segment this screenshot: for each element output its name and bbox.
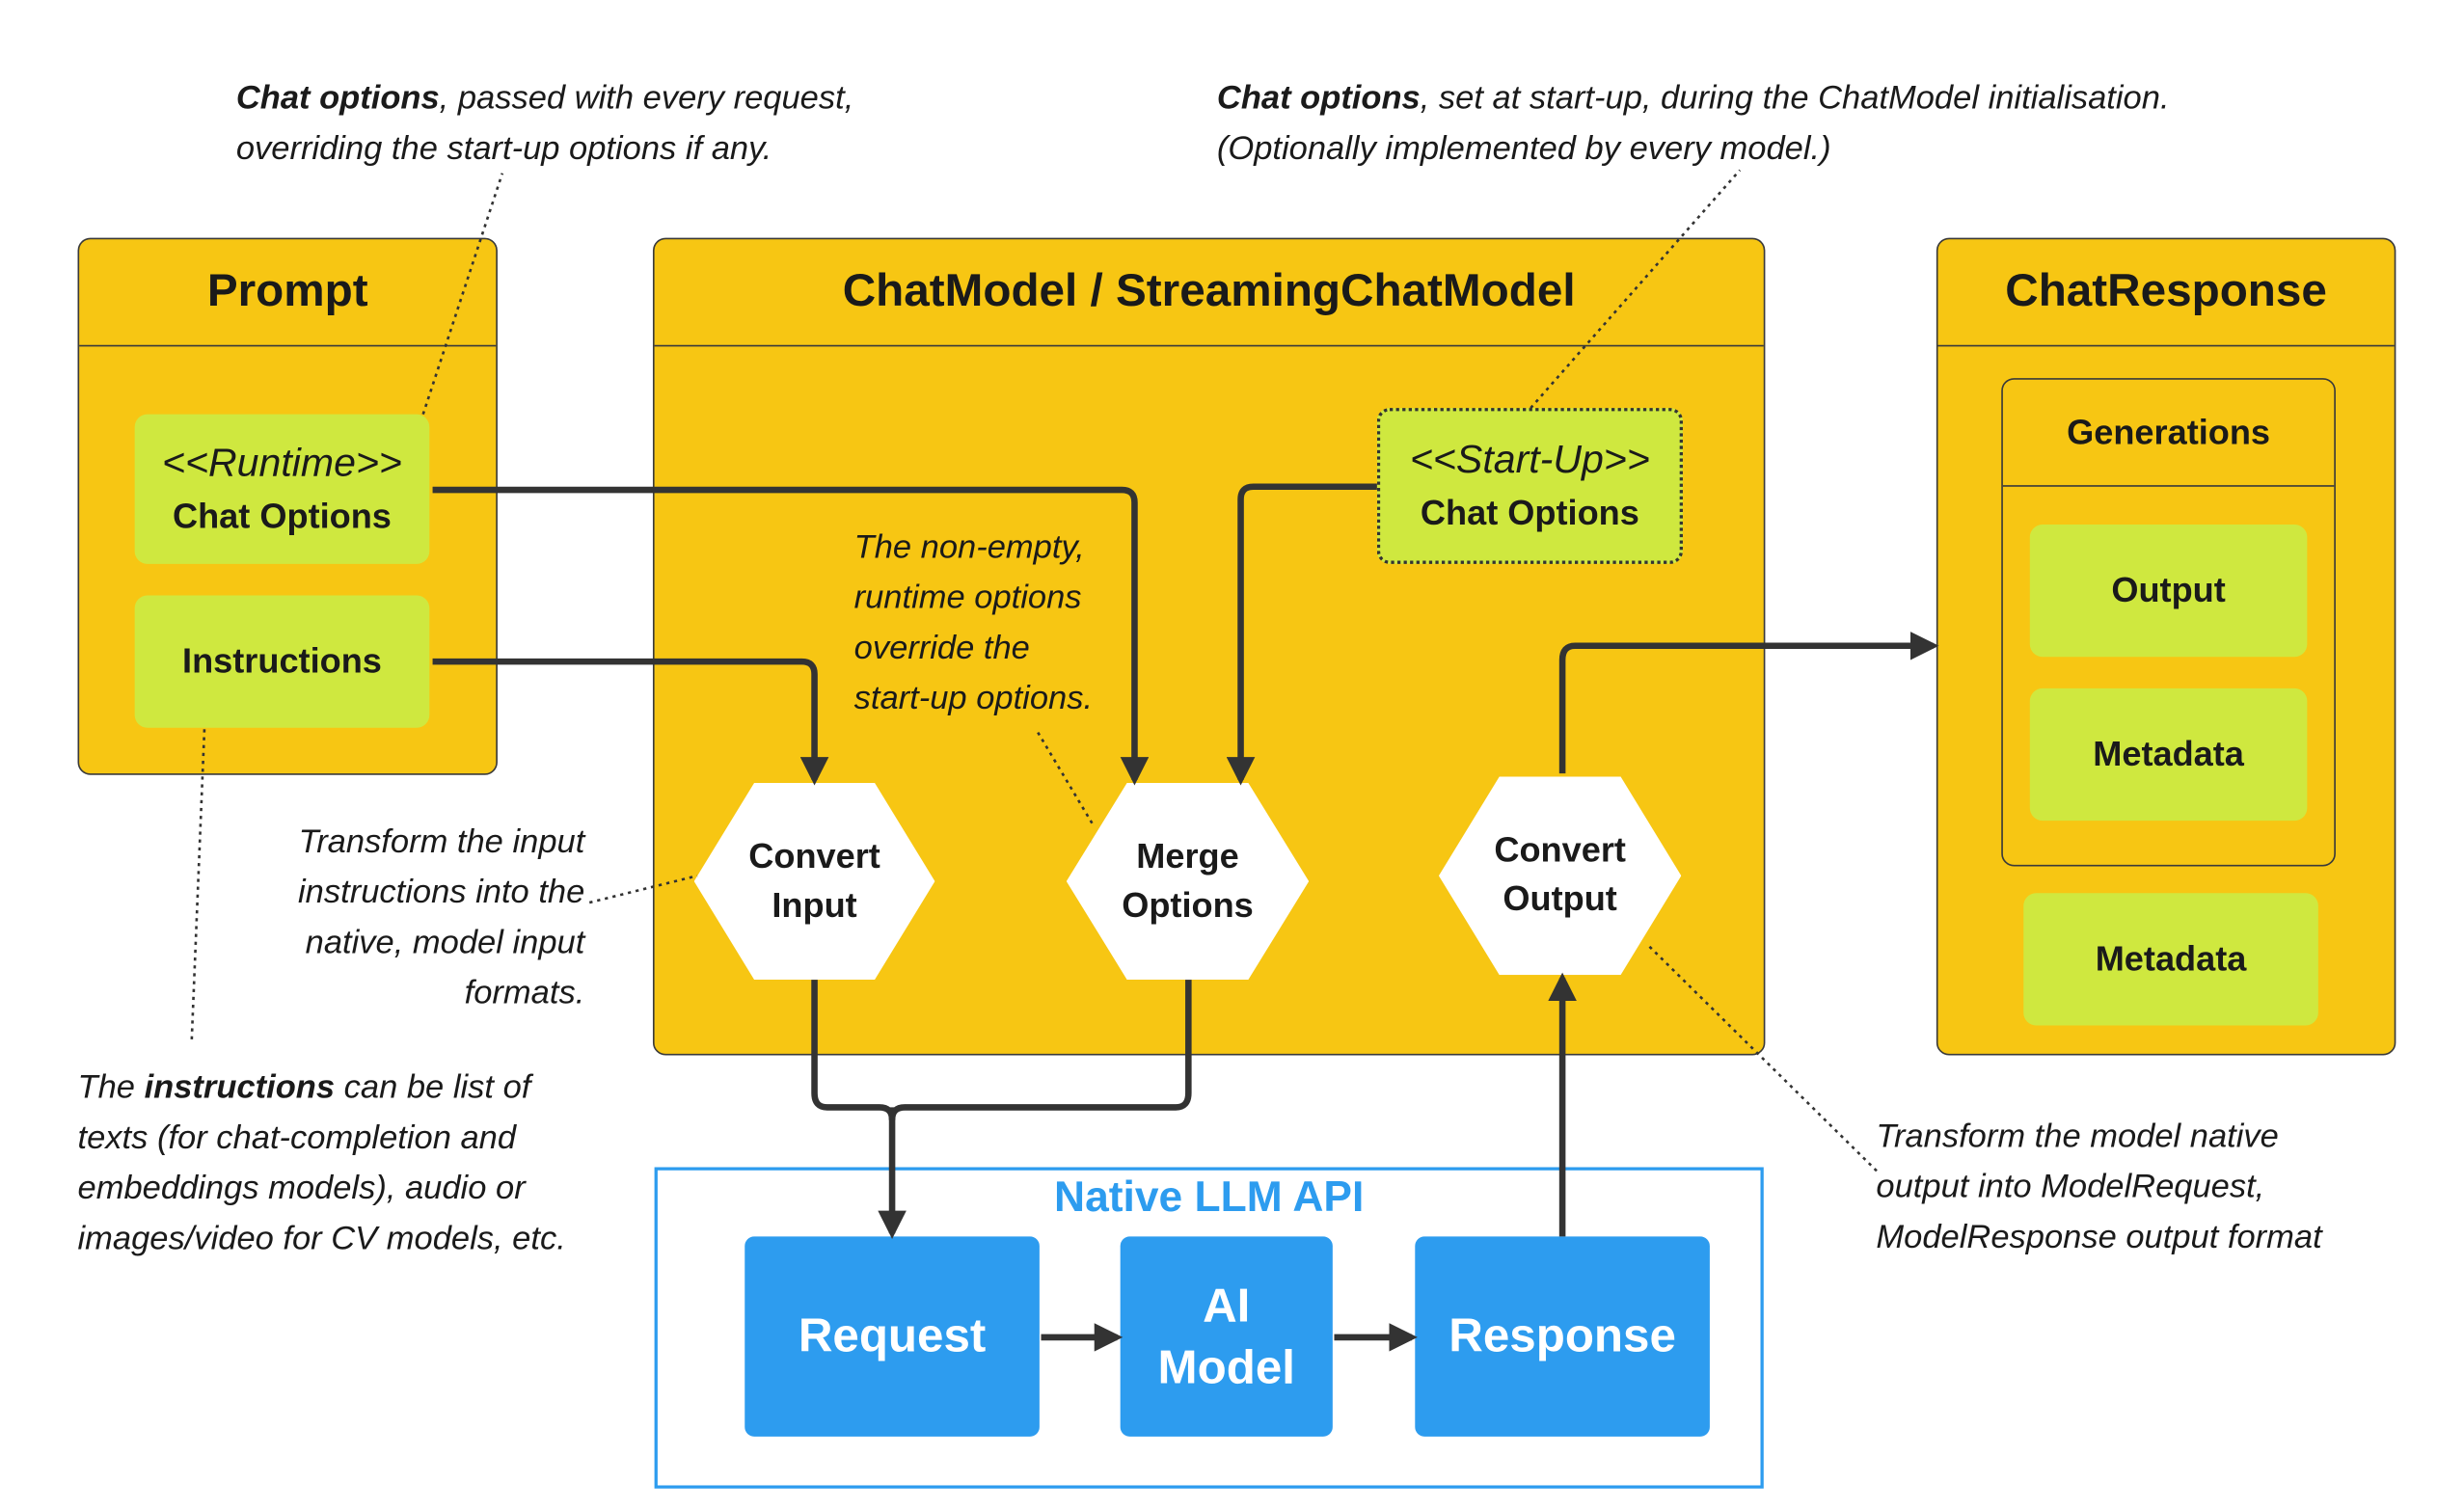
ai-model-line1: AI bbox=[1203, 1280, 1251, 1333]
generation-metadata-label: Metadata bbox=[2093, 734, 2244, 774]
leader-merge-note bbox=[1037, 731, 1095, 826]
note-instructions: The instructions can be list of texts (f… bbox=[78, 1064, 566, 1265]
note-merge-line4: start-up options. bbox=[853, 680, 1094, 717]
note-merge-line1: The non-empty, bbox=[853, 528, 1085, 566]
response-metadata-label: Metadata bbox=[2095, 938, 2247, 979]
native-api-title: Native LLM API bbox=[1054, 1173, 1365, 1222]
leader-transform-input bbox=[588, 875, 698, 904]
request-box[interactable]: Request bbox=[745, 1236, 1040, 1437]
note-runtime-line2: overriding the start-up options if any. bbox=[235, 130, 772, 168]
note-instructions-bold: instructions bbox=[144, 1069, 336, 1106]
ai-model-line2: Model bbox=[1157, 1341, 1295, 1393]
instructions-label: Instructions bbox=[182, 640, 382, 681]
note-transform-output-line3: ModelResponse output format bbox=[1876, 1219, 2322, 1255]
instructions-box[interactable]: Instructions bbox=[134, 595, 430, 728]
convert-output-line1: Convert bbox=[1494, 830, 1626, 871]
arrow-convert-output-to-chat-response bbox=[1558, 632, 1939, 774]
note-merge: The non-empty, runtime options override … bbox=[854, 523, 1093, 724]
note-transform-input-line3: native, model input bbox=[305, 924, 585, 961]
note-transform-input-line1: Transform the input bbox=[298, 823, 585, 860]
note-transform-output: Transform the model native output into M… bbox=[1876, 1112, 2321, 1263]
prompt-title: Prompt bbox=[79, 239, 497, 347]
note-startup-bold: Chat options bbox=[1216, 80, 1421, 117]
leader-startup-note bbox=[1530, 169, 1742, 409]
startup-stereotype: <<Start-Up>> bbox=[1409, 438, 1650, 483]
note-transform-output-line2: output into ModelRequest, bbox=[1876, 1169, 2265, 1205]
note-transform-input-line4: formats. bbox=[464, 975, 585, 1011]
convert-output-hexagon[interactable]: Convert Output bbox=[1438, 776, 1682, 976]
generation-metadata-box[interactable]: Metadata bbox=[2029, 687, 2308, 822]
convert-output-line2: Output bbox=[1503, 878, 1617, 919]
convert-input-line1: Convert bbox=[748, 835, 880, 876]
runtime-chat-options[interactable]: <<Runtime>> Chat Options bbox=[134, 414, 430, 564]
note-instructions-line3: embeddings models), audio or bbox=[77, 1170, 526, 1207]
convert-input-line2: Input bbox=[772, 884, 857, 925]
note-instructions-pre: The bbox=[77, 1069, 145, 1106]
note-instructions-line4: images/video for CV models, etc. bbox=[77, 1221, 566, 1257]
note-runtime-options: Chat options, passed with every request,… bbox=[236, 74, 853, 175]
response-metadata-box[interactable]: Metadata bbox=[2023, 893, 2318, 1026]
startup-chat-options[interactable]: <<Start-Up>> Chat Options bbox=[1376, 408, 1683, 564]
leader-transform-output bbox=[1648, 945, 1879, 1173]
response-box[interactable]: Response bbox=[1415, 1236, 1710, 1437]
chat-response-title: ChatResponse bbox=[1937, 239, 2395, 347]
merge-options-line1: Merge bbox=[1136, 835, 1239, 876]
runtime-stereotype: <<Runtime>> bbox=[162, 441, 402, 486]
note-instructions-line2: texts (for chat-completion and bbox=[77, 1119, 517, 1157]
output-label: Output bbox=[2111, 570, 2226, 610]
ai-model-box[interactable]: AI Model bbox=[1120, 1236, 1333, 1437]
note-merge-line2: runtime options bbox=[853, 579, 1082, 616]
chat-model-title: ChatModel / StreamingChatModel bbox=[654, 239, 1764, 347]
note-instructions-post: can be list of bbox=[335, 1069, 531, 1106]
generations-title: Generations bbox=[2002, 380, 2335, 487]
note-transform-input: Transform the input instructions into th… bbox=[158, 818, 584, 1019]
runtime-chat-options-label: Chat Options bbox=[172, 496, 392, 536]
line-convert-input-down bbox=[811, 980, 896, 1120]
note-merge-line3: override the bbox=[853, 630, 1030, 667]
arrow-instructions-to-convert-input bbox=[432, 658, 829, 786]
note-runtime-line1: , passed with every request, bbox=[439, 80, 854, 117]
merge-options-line2: Options bbox=[1122, 884, 1254, 925]
leader-runtime-note bbox=[421, 173, 504, 416]
arrow-startup-to-merge bbox=[1226, 483, 1377, 786]
startup-chat-options-label: Chat Options bbox=[1420, 493, 1639, 532]
arrow-runtime-to-merge bbox=[432, 486, 1150, 786]
note-startup-options: Chat options, set at start-up, during th… bbox=[1217, 74, 2170, 175]
note-startup-line2: (Optionally implemented by every model.) bbox=[1216, 130, 1831, 168]
generations-box: Generations bbox=[2001, 378, 2336, 867]
response-label: Response bbox=[1449, 1310, 1676, 1363]
note-runtime-bold: Chat options bbox=[235, 80, 440, 117]
note-startup-line1: , set at start-up, during the ChatModel … bbox=[1420, 80, 2170, 117]
request-label: Request bbox=[798, 1310, 987, 1363]
note-transform-input-line2: instructions into the bbox=[298, 874, 585, 911]
note-transform-output-line1: Transform the model native bbox=[1876, 1118, 2279, 1155]
line-merge-options-down bbox=[888, 980, 1192, 1120]
output-box[interactable]: Output bbox=[2029, 524, 2308, 658]
